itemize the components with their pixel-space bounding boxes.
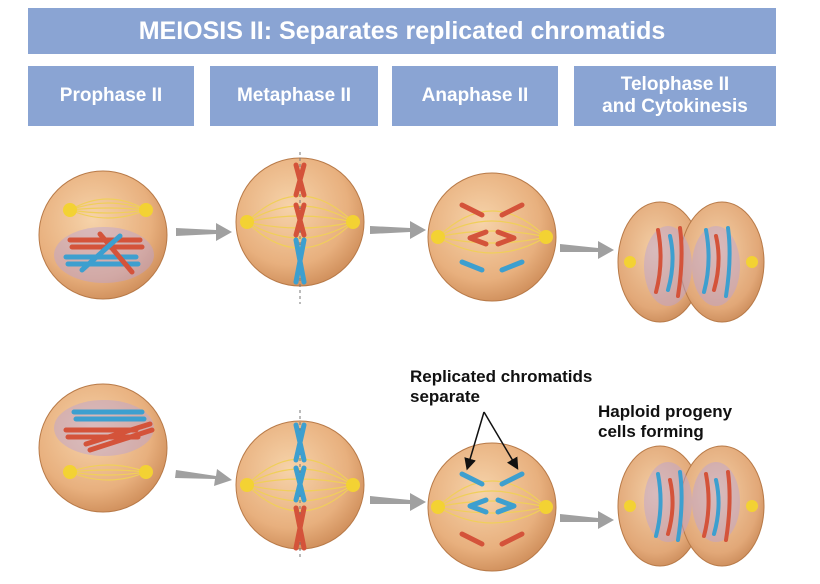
metaphase-cell-bottom	[235, 410, 365, 560]
stage-label-telophase: Telophase II and Cytokinesis	[574, 66, 776, 126]
centrosome-icon	[346, 478, 360, 492]
arrow-icon	[370, 493, 426, 511]
centrosome-icon	[746, 500, 758, 512]
anaphase-cell-top	[427, 172, 557, 302]
stage-label-anaphase: Anaphase II	[392, 66, 558, 126]
centrosome-icon	[139, 203, 153, 217]
centrosome-icon	[746, 256, 758, 268]
telophase-cells-bottom	[617, 445, 765, 567]
anaphase-cell-bottom	[427, 442, 557, 572]
arrow-icon	[560, 241, 614, 259]
stage-label-prophase: Prophase II	[28, 66, 194, 126]
meiosis-title-banner: MEIOSIS II: Separates replicated chromat…	[28, 8, 776, 54]
centrosome-icon	[624, 500, 636, 512]
arrow-icon	[560, 511, 614, 529]
chromatids-separate-label: Replicated chromatids separate	[410, 367, 593, 406]
chromatids-pointer	[464, 411, 519, 471]
prophase-cell-bottom	[38, 383, 168, 513]
centrosome-icon	[539, 230, 553, 244]
centrosome-icon	[63, 465, 77, 479]
centrosome-icon	[431, 230, 445, 244]
centrosome-icon	[624, 256, 636, 268]
arrow-icon	[176, 223, 232, 241]
centrosome-icon	[240, 478, 254, 492]
centrosome-icon	[431, 500, 445, 514]
centrosome-icon	[139, 465, 153, 479]
metaphase-cell-top	[235, 152, 365, 304]
centrosome-icon	[539, 500, 553, 514]
telophase-cells-top	[617, 201, 765, 323]
arrow-icon	[175, 469, 232, 486]
haploid-progeny-label: Haploid progeny cells forming	[598, 402, 733, 441]
centrosome-icon	[240, 215, 254, 229]
stage-label-metaphase: Metaphase II	[210, 66, 378, 126]
centrosome-icon	[346, 215, 360, 229]
arrow-icon	[370, 221, 426, 239]
centrosome-icon	[63, 203, 77, 217]
prophase-cell-top	[38, 170, 168, 300]
